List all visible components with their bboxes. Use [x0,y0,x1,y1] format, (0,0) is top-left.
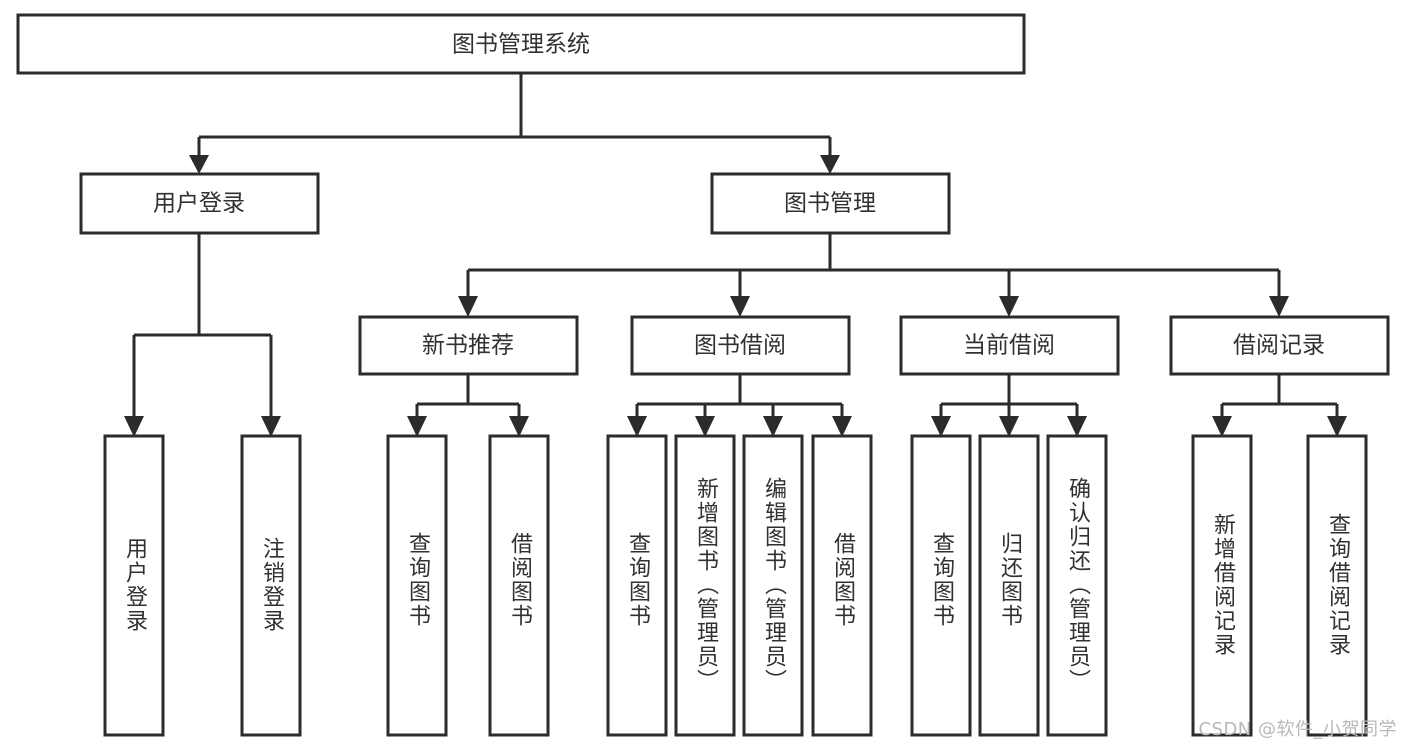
leaf-node[interactable]: 归还图书 [978,434,1040,737]
leaf-node[interactable]: 查询借阅记录 [1306,434,1368,737]
leaf-node[interactable]: 查询图书 [910,434,972,737]
node-user-login[interactable]: 用户登录 [79,172,320,235]
leaf-box [488,434,550,737]
node-user-login-label: 用户登录 [153,191,245,217]
arrow-head-icon [261,416,281,437]
node-book-management-label: 图书管理 [784,191,876,217]
arrow-head-icon [931,416,951,437]
connector-group-current-borrow [931,374,1087,437]
leaf-label: 查询图书 [405,532,431,628]
leaf-label: 查询图书 [625,532,651,628]
arrow-head-icon [509,416,529,437]
arrow-head-icon [124,416,144,437]
leaf-label: 注销登录 [259,537,285,633]
leaf-box [606,434,668,737]
node-new-book-recommend-label: 新书推荐 [422,333,514,359]
node-borrow-record-label: 借阅记录 [1233,333,1325,359]
leaf-label: 查询借阅记录 [1325,513,1351,657]
leaf-node[interactable]: 注销登录 [240,434,302,737]
arrow-head-icon [1327,416,1347,437]
arrow-head-icon [407,416,427,437]
node-user-login-box [79,172,320,235]
node-borrow-record[interactable]: 借阅记录 [1169,315,1390,376]
arrow-head-icon [189,155,209,174]
leaf-label: 新增借阅记录 [1210,513,1236,657]
leaf-box [1306,434,1368,737]
leaf-box [1191,434,1253,737]
node-book-borrow-label: 图书借阅 [694,333,786,359]
leaf-label: 查询图书 [929,532,955,628]
leaf-label: 编辑图书（管理员） [761,477,787,693]
leaf-node[interactable]: 用户登录 [103,434,165,737]
connector-group-book-borrow [627,374,852,437]
leaf-label: 用户登录 [122,537,148,633]
arrow-head-icon [627,416,647,437]
leaf-label: 借阅图书 [507,532,533,628]
leaf-box [742,434,804,737]
connector-group-book-manage [458,233,1289,317]
arrow-head-icon [730,296,750,317]
arrow-head-icon [763,416,783,437]
arrow-head-icon [695,416,715,437]
leaf-box [386,434,448,737]
connector-group-root [189,73,840,174]
arrow-head-icon [820,155,840,174]
leaf-node[interactable]: 编辑图书（管理员） [742,434,804,737]
leaf-box [1046,434,1108,737]
arrow-head-icon [1269,296,1289,317]
leaf-node[interactable]: 查询图书 [386,434,448,737]
leaf-label: 借阅图书 [830,532,856,628]
leaf-label: 确认归还（管理员） [1065,477,1091,693]
arrow-head-icon [999,416,1019,437]
node-book-borrow[interactable]: 图书借阅 [630,315,851,376]
node-current-borrow-label: 当前借阅 [963,333,1055,359]
leaf-label: 新增图书（管理员） [693,477,719,693]
leaf-node[interactable]: 查询图书 [606,434,668,737]
node-book-management-box [710,172,951,235]
leaf-box [674,434,736,737]
leaf-node[interactable]: 借阅图书 [811,434,873,737]
arrow-head-icon [999,296,1019,317]
node-new-book-recommend-box [358,315,579,376]
arrow-head-icon [1067,416,1087,437]
node-borrow-record-box [1169,315,1390,376]
node-current-borrow-box [899,315,1120,376]
connector-group-borrow-record [1212,374,1347,437]
leaf-box [103,434,165,737]
leaf-node[interactable]: 确认归还（管理员） [1046,434,1108,737]
connector-group-new-book [407,374,529,437]
leaf-box [240,434,302,737]
arrow-head-icon [458,296,478,317]
node-book-borrow-box [630,315,851,376]
leaf-node[interactable]: 新增图书（管理员） [674,434,736,737]
leaf-label: 归还图书 [997,532,1023,628]
connector-group-user-login [124,233,281,437]
node-root-label: 图书管理系统 [452,32,590,58]
leaf-box [811,434,873,737]
leaf-node[interactable]: 借阅图书 [488,434,550,737]
leaf-box [910,434,972,737]
node-root-book-management-system[interactable]: 图书管理系统 [16,13,1026,75]
node-new-book-recommend[interactable]: 新书推荐 [358,315,579,376]
arrow-head-icon [832,416,852,437]
node-current-borrow[interactable]: 当前借阅 [899,315,1120,376]
node-book-management[interactable]: 图书管理 [710,172,951,235]
arrow-head-icon [1212,416,1232,437]
leaf-node[interactable]: 新增借阅记录 [1191,434,1253,737]
leaf-box [978,434,1040,737]
node-root-box [16,13,1026,75]
